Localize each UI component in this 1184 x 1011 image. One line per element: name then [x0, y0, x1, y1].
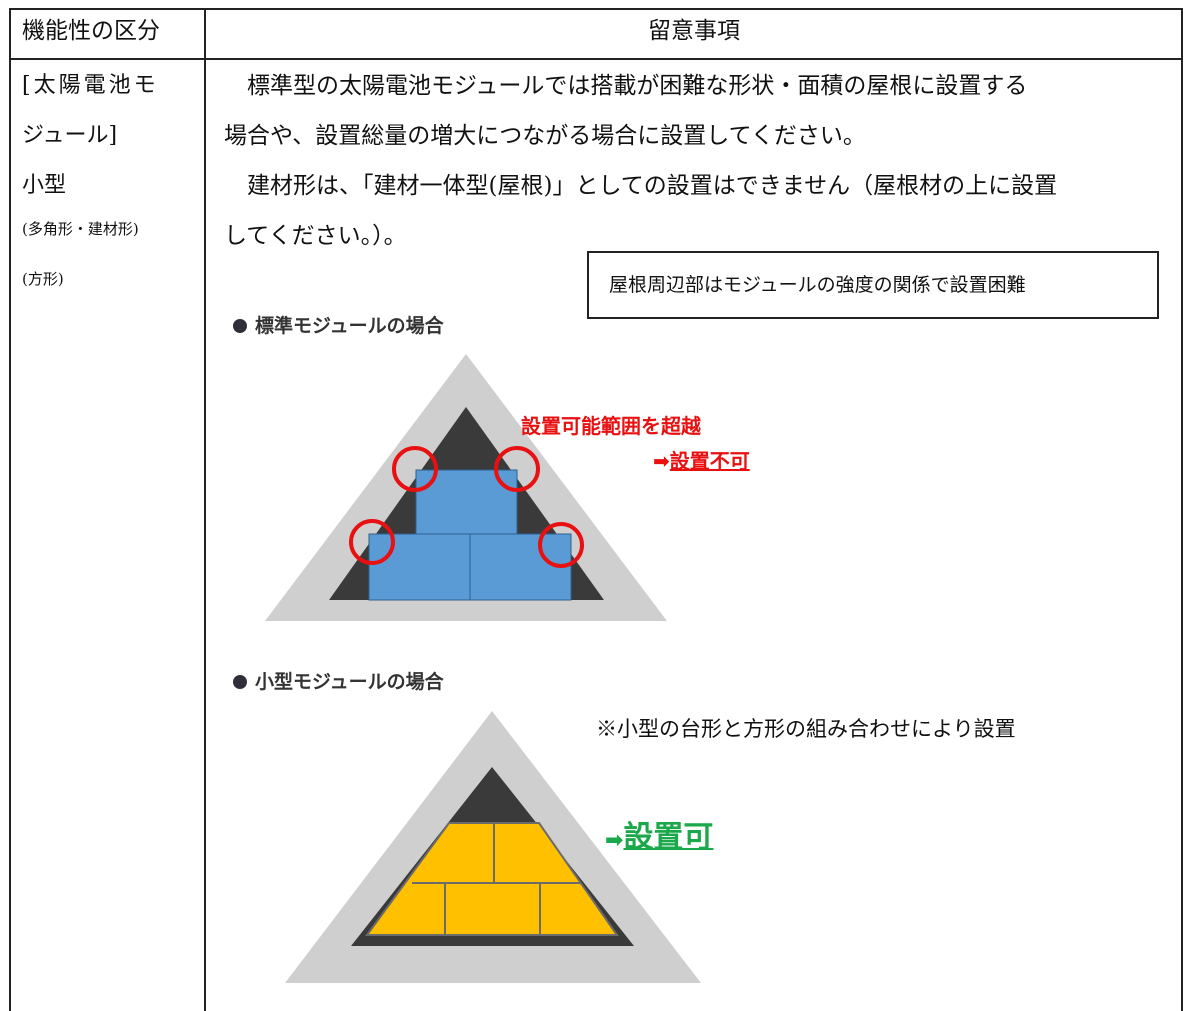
- over-range-label: 設置可能範囲を超越: [521, 414, 701, 438]
- small-heading: 小型モジュールの場合: [233, 667, 444, 694]
- bullet-icon: [233, 319, 247, 333]
- category-line-5: (方形): [22, 270, 64, 288]
- header-notes: 留意事項: [648, 18, 740, 44]
- small-roof-diagram: [285, 711, 701, 983]
- not-possible-label: ➡設置不可: [653, 445, 750, 474]
- arrow-right-icon: ➡: [605, 828, 624, 853]
- category-line-3: 小型: [22, 173, 67, 198]
- bullet-icon: [233, 675, 247, 689]
- header-category: 機能性の区分: [22, 18, 160, 44]
- warning-circle-bottom-right: [538, 522, 584, 568]
- standard-roof-diagram: [265, 354, 667, 621]
- callout-box: 屋根周辺部はモジュールの強度の関係で設置困難: [587, 251, 1159, 319]
- note-para-1-line-1: 標準型の太陽電池モジュールでは搭載が困難な形状・面積の屋根に設置する: [224, 73, 1028, 99]
- not-possible-text: 設置不可: [669, 449, 750, 473]
- warning-circle-top-left: [392, 446, 438, 492]
- category-line-4: (多角形・建材形): [22, 220, 139, 238]
- standard-panel-bottom-right: [469, 533, 572, 601]
- possible-text: 設置可: [623, 820, 714, 855]
- standard-heading: 標準モジュールの場合: [233, 311, 444, 338]
- table-frame: [9, 8, 1183, 1011]
- small-module-note: ※小型の台形と方形の組み合わせにより設置: [596, 717, 1016, 741]
- note-para-2-line-2: してください。）。: [224, 223, 407, 249]
- category-line-1: [太陽電池モ: [22, 73, 159, 98]
- category-line-2: ジュール]: [22, 123, 118, 148]
- warning-circle-top-right: [494, 446, 540, 492]
- possible-label: ➡設置可: [605, 812, 713, 856]
- note-para-2-line-1: 建材形は、「建材一体型(屋根)」としての設置はできません（屋根材の上に設置: [224, 173, 1058, 199]
- small-panel-area: [365, 822, 619, 936]
- header-divider: [9, 58, 1183, 60]
- small-heading-text: 小型モジュールの場合: [255, 671, 444, 693]
- arrow-right-icon: ➡: [653, 449, 670, 473]
- note-para-1-line-2: 場合や、設置総量の増大につながる場合に設置してください。: [224, 123, 866, 149]
- standard-heading-text: 標準モジュールの場合: [255, 315, 444, 337]
- standard-panel-bottom-left: [368, 533, 471, 601]
- warning-circle-bottom-left: [349, 519, 395, 565]
- column-divider: [204, 8, 206, 1011]
